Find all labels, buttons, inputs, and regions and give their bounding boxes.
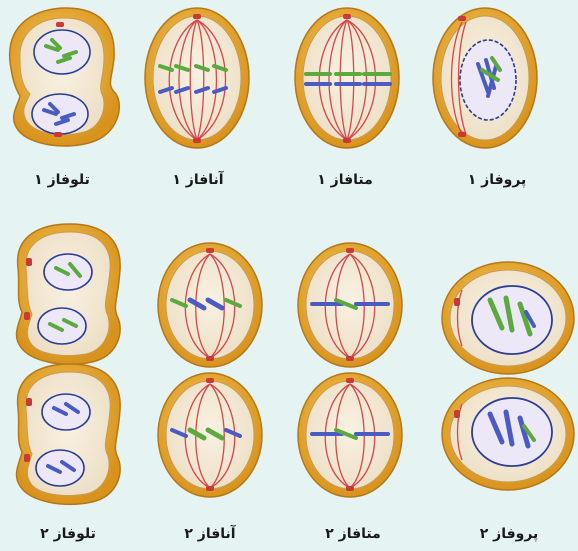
label-prophase-1: پروفاز ۱ — [468, 172, 527, 188]
label-anaphase-2: آنافاز ۲ — [184, 526, 235, 542]
cell-prophase-1 — [433, 8, 537, 148]
cell-telophase-1 — [10, 8, 120, 146]
cell-metaphase-1 — [295, 8, 399, 148]
cell-metaphase-2 — [298, 243, 402, 497]
label-telophase-2: تلوفاز ۲ — [40, 526, 96, 542]
cell-anaphase-1 — [145, 8, 249, 148]
cell-telophase-2 — [17, 224, 121, 504]
label-prophase-2: پروفاز ۲ — [480, 526, 539, 542]
label-metaphase-1: متافاز ۱ — [317, 172, 373, 188]
cell-prophase-2 — [442, 262, 574, 490]
label-anaphase-1: آنافاز ۱ — [172, 172, 223, 188]
label-metaphase-2: متافاز ۲ — [325, 526, 381, 542]
label-telophase-1: تلوفاز ۱ — [34, 172, 90, 188]
cell-anaphase-2 — [158, 243, 262, 497]
